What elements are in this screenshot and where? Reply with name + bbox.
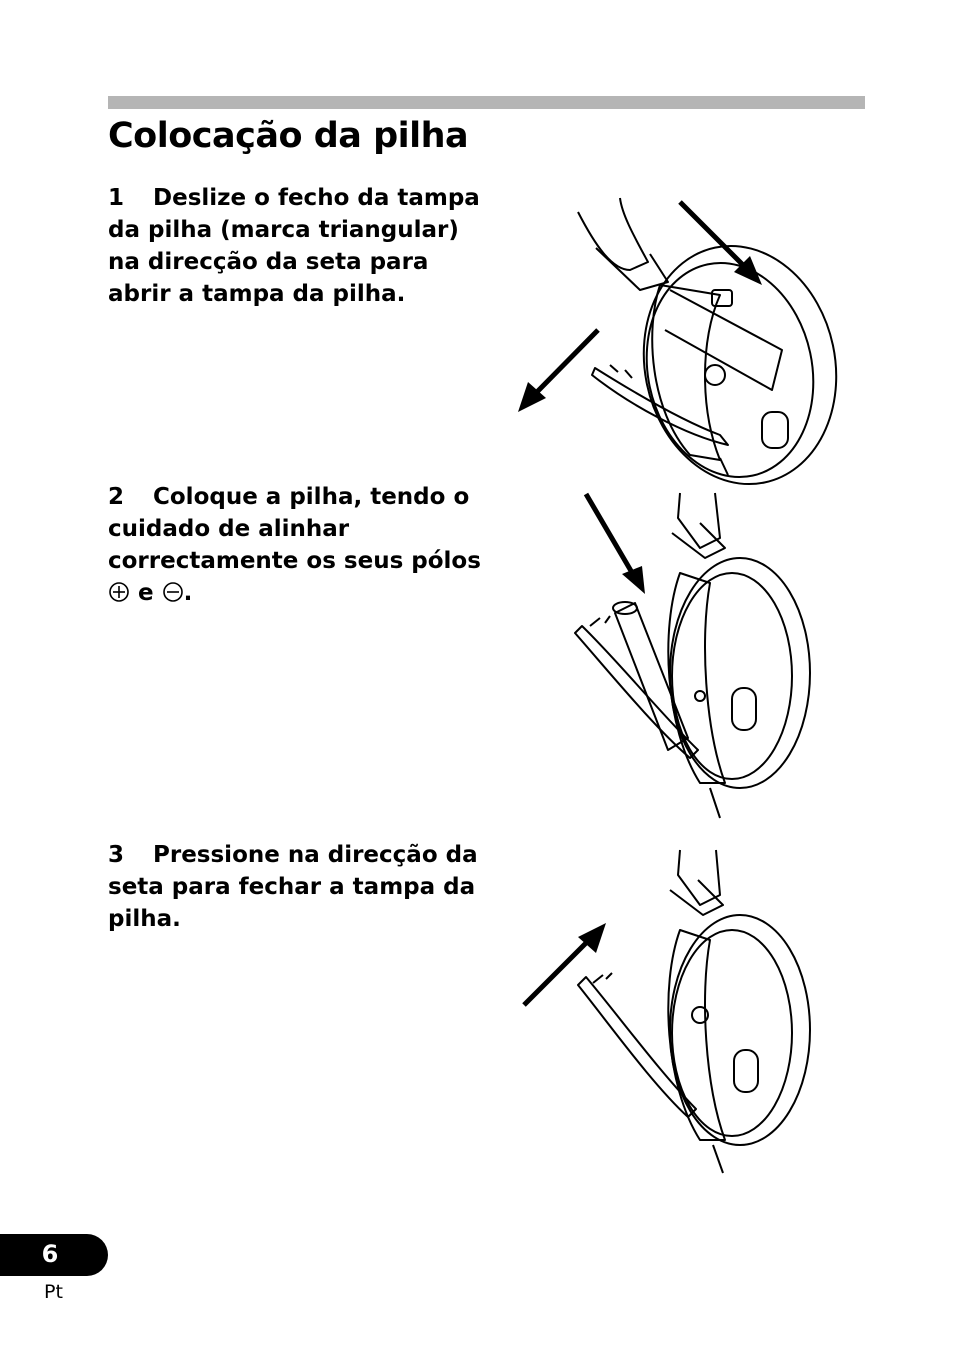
page-title: Colocação da pilha [108,116,469,156]
figure-close-cover [522,849,811,1174]
step-number: 2 [108,484,125,510]
language-label: Pt [44,1281,63,1303]
page-number-tab: 6 [0,1234,108,1276]
page-number: 6 [41,1240,59,1268]
step-number: 1 [108,185,125,211]
minus-circle-icon [162,582,183,602]
arrow-icon [518,200,762,412]
step-text: Pressione na direcção da seta para fecha… [108,842,478,932]
step-text: Coloque a pilha, tendo o cuidado de alin… [108,484,481,574]
step-text: Deslize o fecho da tampa da pilha (marca… [108,185,480,307]
plus-circle-icon [109,582,129,602]
arrow-icon [522,923,606,1007]
step-text-end: . [183,580,193,606]
step-text-conj: e [138,580,154,606]
figure-open-cover [518,197,838,486]
figure-insert-battery [574,492,811,819]
step-number: 3 [108,842,125,868]
arrow-icon [583,492,645,594]
header-rule [108,96,865,109]
